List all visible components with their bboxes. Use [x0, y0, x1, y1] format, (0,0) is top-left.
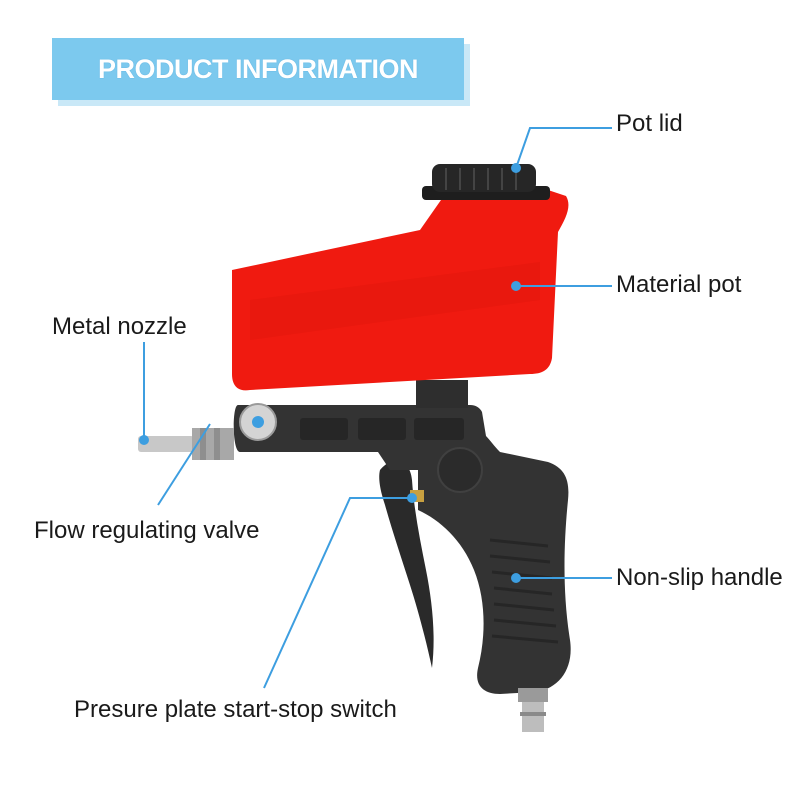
lid-grip-ridges: [445, 168, 517, 190]
label-handle: Non-slip handle: [616, 564, 783, 591]
trigger-lever: [379, 460, 434, 668]
grip-texture: [489, 538, 559, 644]
barrel-slot: [358, 418, 406, 440]
pot-lid: [432, 164, 536, 192]
barrel-slot: [414, 418, 464, 440]
label-switch: Presure plate start-stop switch: [74, 696, 397, 723]
nozzle-collar: [192, 428, 234, 460]
air-inlet-fitting: [518, 688, 548, 702]
label-pot-lid: Pot lid: [616, 110, 683, 137]
callout-dots: [139, 163, 521, 583]
barrel-slot: [300, 418, 348, 440]
label-material-pot: Material pot: [616, 271, 742, 298]
air-inlet-fitting: [520, 712, 546, 716]
product-info-banner: PRODUCT INFORMATION: [52, 38, 464, 100]
pot-shading: [250, 262, 540, 340]
metal-nozzle: [138, 436, 194, 452]
nozzle-collar: [200, 428, 206, 460]
gun-body: [233, 405, 571, 694]
callout-lines: [143, 127, 612, 689]
pot-connector: [416, 380, 468, 408]
banner-title: PRODUCT INFORMATION: [98, 53, 418, 84]
body-knob: [437, 447, 483, 493]
air-inlet-fitting: [522, 702, 544, 732]
label-flow-valve: Flow regulating valve: [34, 517, 260, 544]
label-metal-nozzle: Metal nozzle: [52, 313, 187, 340]
nozzle-collar: [214, 428, 220, 460]
